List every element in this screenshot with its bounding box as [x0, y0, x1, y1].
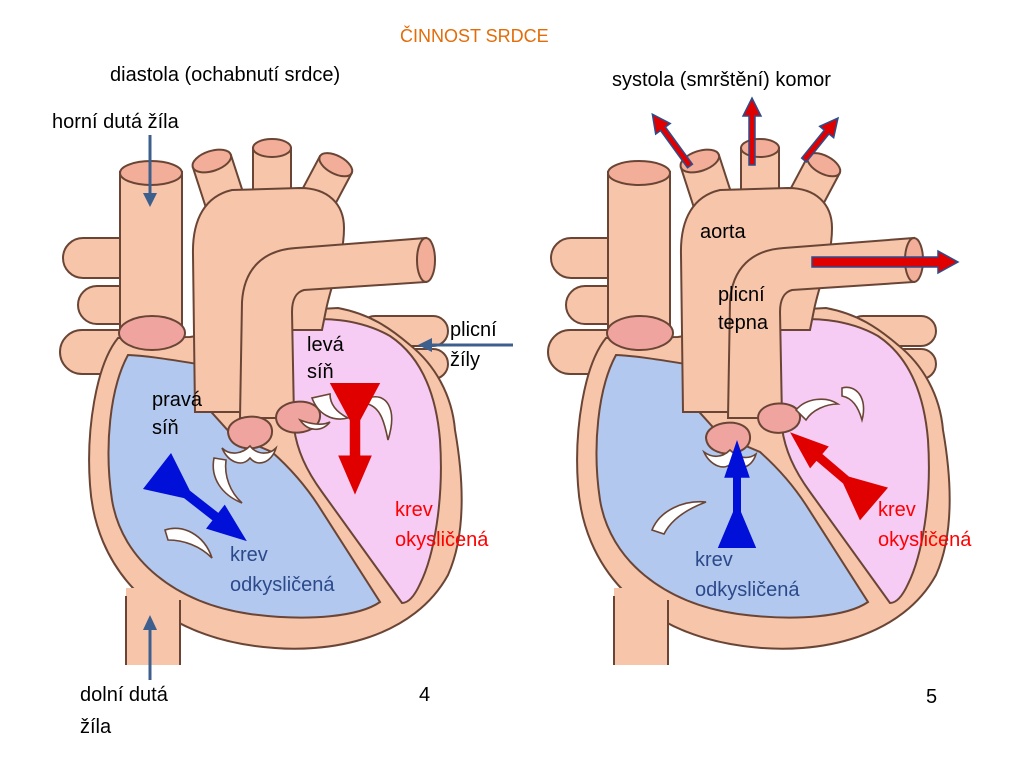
mitral-flap-left	[310, 393, 351, 420]
valves-systole	[650, 386, 865, 535]
mitral-flap-right	[841, 386, 865, 423]
label-pulmonary-artery-line1: plicní	[718, 284, 765, 306]
outflow-arrow-pulmonary	[811, 249, 960, 275]
superior-vena-cava-arrow	[143, 135, 157, 207]
label-oxygenated-blood-diastole-line2: okysličená	[395, 529, 489, 551]
deoxygenated-flow-arrow-systole	[717, 439, 757, 548]
label-pulmonary-veins-line1: plicní	[450, 319, 497, 341]
pulmonary-valve-cusps	[221, 444, 278, 464]
inferior-vena-cava-arrow	[143, 615, 157, 680]
outflow-arrow-middle-branch	[741, 96, 763, 166]
label-right-atrium-line1: pravá	[152, 389, 203, 411]
label-left-atrium-line2: síň	[307, 361, 334, 383]
label-pulmonary-artery-line2: tepna	[718, 312, 769, 334]
slide-title: ČINNOST SRDCE	[400, 26, 549, 46]
tricuspid-flap-upper	[212, 457, 243, 504]
label-deoxygenated-blood-diastole-line1: krev	[230, 544, 268, 566]
mitral-flap-right	[367, 396, 393, 441]
label-pulmonary-veins-line2: žíly	[450, 349, 480, 371]
deoxygenated-flow-arrow-diastole	[142, 453, 247, 542]
figure-number-diastole: 4	[419, 684, 431, 706]
label-oxygenated-blood-systole-line1: krev	[878, 499, 916, 521]
tricuspid-flap-lower	[164, 527, 213, 559]
figure-number-systole: 5	[926, 686, 938, 708]
label-deoxygenated-blood-systole-line1: krev	[695, 549, 733, 571]
diastole-heading: diastola (ochabnutí srdce)	[110, 64, 341, 86]
label-left-atrium-line1: levá	[307, 334, 344, 356]
label-inferior-vena-cava-line2: žíla	[80, 716, 112, 738]
aortic-valve	[756, 402, 802, 434]
outflow-arrow-left-branch	[651, 112, 694, 169]
label-deoxygenated-blood-systole-line2: odkysličená	[695, 579, 800, 601]
label-deoxygenated-blood-diastole-line2: odkysličená	[230, 574, 335, 596]
mitral-flap-left	[794, 398, 841, 422]
aortic-valve-cusp	[297, 418, 331, 431]
pulmonary-valve	[226, 415, 274, 450]
label-inferior-vena-cava-line1: dolní dutá	[80, 684, 168, 706]
oxygenated-flow-arrow-diastole	[329, 383, 381, 495]
label-oxygenated-blood-systole-line2: okysličená	[878, 529, 972, 551]
oxygenated-flow-arrow-systole	[790, 432, 889, 521]
label-right-atrium-line2: síň	[152, 417, 179, 439]
outflow-arrow-right-branch	[800, 116, 840, 163]
tricuspid-flap	[650, 500, 707, 535]
label-superior-vena-cava: horní dutá žíla	[52, 111, 179, 133]
label-oxygenated-blood-diastole-line1: krev	[395, 499, 433, 521]
valves-diastole	[164, 393, 393, 559]
systole-heading: systola (smrštění) komor	[612, 69, 831, 91]
pulmonary-veins-arrow	[418, 338, 513, 352]
pulmonary-valve	[704, 421, 752, 455]
label-aorta: aorta	[700, 221, 746, 243]
